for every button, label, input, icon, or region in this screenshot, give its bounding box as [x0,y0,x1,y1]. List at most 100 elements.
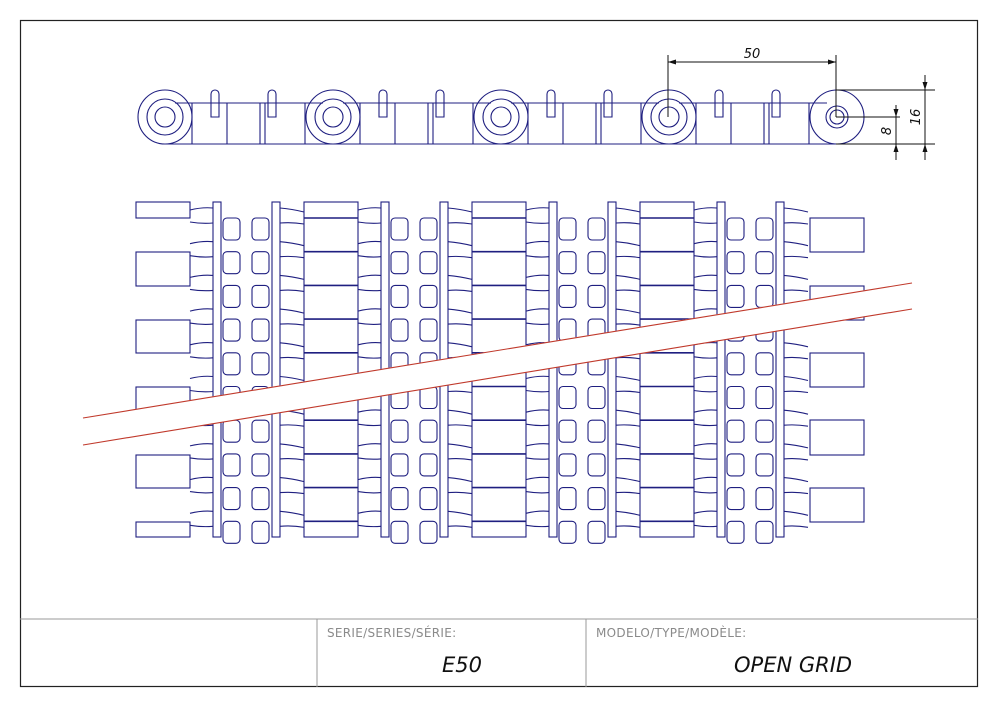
rib [357,308,382,325]
rib [615,443,641,461]
grid-cell [755,251,774,275]
model-label: MODELO/TYPE/MODÈLE: [596,626,747,640]
rib [279,308,305,326]
rib [615,274,641,292]
rib [447,510,473,528]
link-block [809,419,865,456]
rib [615,409,641,427]
grid-cell [755,487,774,511]
rib [447,241,473,259]
rib [525,308,550,325]
tab [603,89,613,118]
grid-cell [755,284,774,308]
grid-cell [726,352,745,376]
grid-cell [251,318,270,342]
rib [693,443,718,460]
rib [693,510,718,528]
rib [615,241,641,259]
rib [783,443,809,461]
rib [279,207,305,225]
rib [447,477,473,495]
grid-cell [222,318,241,342]
grid-cell [726,217,745,241]
rib [447,443,473,461]
grid-cell [251,352,270,376]
rib [783,342,809,360]
tab [714,89,724,118]
link-block [135,251,191,287]
grid-cell [222,352,241,376]
rib [525,510,550,528]
pin-hole [658,106,680,128]
rib [279,510,305,528]
rib [447,274,473,292]
rib [693,409,718,427]
rib [447,409,473,427]
rib [357,409,382,427]
drawing-frame [19,19,979,688]
grid-cell [222,284,241,308]
tab [267,89,277,118]
rib [693,476,718,494]
grid-cell [390,251,409,275]
rib [189,342,214,359]
grid-cell [390,520,409,544]
grid-bar [716,201,726,538]
rib [357,443,382,460]
rib [357,274,382,292]
dimensions: 50 8 16 [667,47,935,160]
break-line [82,308,913,446]
rib [189,476,214,494]
grid-cell [587,385,606,410]
grid-cell [755,217,774,241]
rib [189,510,214,528]
grid-cell [419,284,438,308]
hinge-circle [146,98,184,136]
grid-cell [419,217,438,241]
grid-cell [251,284,270,308]
pin-hole [490,106,512,128]
break-line [82,282,913,419]
rib [357,476,382,494]
belt-side-view [137,89,865,145]
grid-cell [726,419,745,443]
tab [210,89,220,118]
grid-cell [587,217,606,241]
hinge-circle [482,98,520,136]
rib [279,274,305,292]
rib [279,443,305,461]
grid-cell [251,419,270,443]
grid-cell [726,520,745,544]
grid-cell [251,520,270,544]
grid-cell [587,419,606,443]
model-value: OPEN GRID [734,653,853,677]
rib [525,476,550,494]
grid-cell [726,453,745,477]
grid-cell [558,385,577,410]
link-block [135,319,191,354]
grid-bar [607,201,617,538]
grid-cell [587,284,606,308]
rib [189,207,214,224]
dimension-pitch: 50 [744,47,761,62]
grid-cell [390,284,409,308]
link-block [639,201,695,538]
series-label: SERIE/SERIES/SÉRIE: [327,626,457,640]
grid-cell [251,217,270,241]
rib [615,375,641,394]
link-block [809,217,865,253]
rib [783,375,809,394]
grid-cell [222,251,241,275]
grid-cell [726,487,745,511]
grid-cell [755,453,774,477]
grid-bar [775,201,785,538]
rib [525,375,550,393]
grid-cell [558,284,577,308]
rib [693,274,718,292]
grid-bar [548,201,558,538]
link-block [135,521,191,538]
grid-cell [222,487,241,511]
grid-cell [251,453,270,477]
grid-cell [222,453,241,477]
